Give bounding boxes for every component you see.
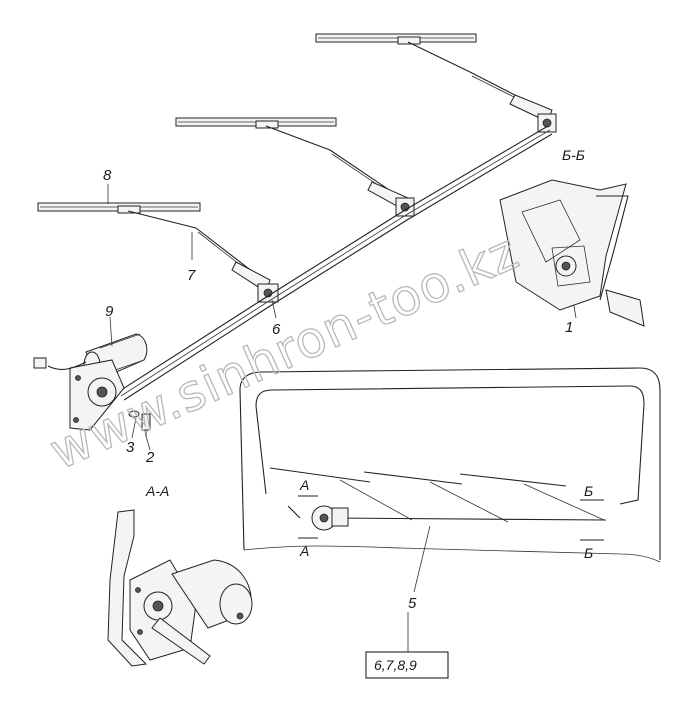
section-marker-b-bottom: Б: [584, 545, 593, 561]
section-marker-a-top: А: [299, 477, 309, 493]
section-aa-detail: [107, 509, 253, 667]
wiper-blade-left: [37, 202, 201, 214]
section-aa-title: А-А: [145, 483, 169, 499]
reference-box: [365, 651, 449, 679]
pivot-bracket-left: [257, 283, 279, 303]
callout-1: 1: [565, 319, 573, 336]
wiper-arm-left: [127, 210, 271, 293]
bolt: [141, 413, 151, 436]
wiper-arm-right: [407, 41, 553, 123]
windshield-overview: [239, 367, 661, 563]
pivot-bracket-right: [537, 113, 557, 133]
motor-connector: [33, 357, 87, 371]
motor-bracket: [69, 359, 125, 431]
section-bb-detail: [499, 179, 645, 327]
callout-7: 7: [187, 267, 196, 284]
section-marker-b-top: Б: [584, 483, 593, 499]
callout-2: 2: [145, 449, 155, 466]
wiper-linkage: [33, 33, 557, 436]
drive-rod: [117, 125, 553, 401]
wiper-blade-middle: [175, 117, 337, 129]
section-bb-title: Б-Б: [562, 147, 585, 163]
callout-9: 9: [105, 303, 114, 320]
callout-6: 6: [272, 321, 281, 338]
pivot-bracket-middle: [395, 197, 415, 217]
section-marker-a-bottom: А: [299, 543, 309, 559]
wiper-blade-right: [315, 33, 477, 45]
callout-8: 8: [103, 167, 112, 184]
wiper-arm-middle: [265, 125, 409, 211]
reference-box-label: 6,7,8,9: [374, 657, 417, 673]
callout-5: 5: [408, 595, 417, 612]
callout-3: 3: [126, 439, 135, 456]
washer: [128, 410, 140, 418]
